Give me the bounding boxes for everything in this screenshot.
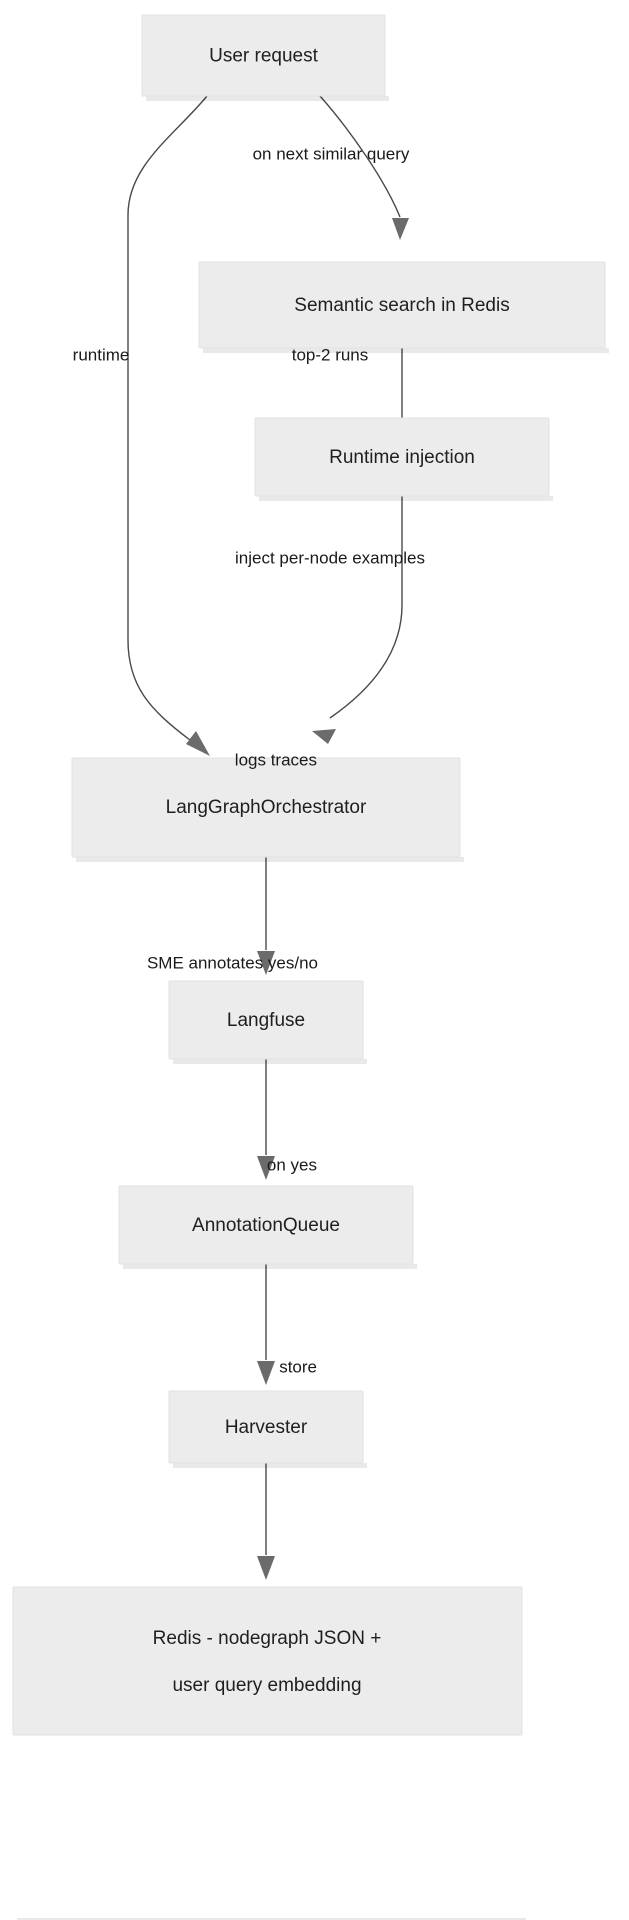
node-orchestrator[interactable]: LangGraphOrchestrator <box>71 757 464 862</box>
edge-path <box>319 95 401 218</box>
arrow-head-icon <box>312 729 336 744</box>
node-label-line-2: user query embedding <box>172 1675 361 1696</box>
node-langfuse[interactable]: Langfuse <box>168 980 367 1064</box>
node-label: Semantic search in Redis <box>294 295 509 316</box>
node-shadow <box>173 1059 367 1064</box>
node-redis-store[interactable]: Redis - nodegraph JSON + user query embe… <box>12 1586 526 1920</box>
arrow-head-icon <box>257 1556 275 1580</box>
edge-annotation-queue-to-harvester <box>257 1264 275 1385</box>
node-shadow <box>76 857 464 862</box>
node-shadow <box>17 1918 526 1920</box>
edge-harvester-to-redis-store <box>257 1463 275 1580</box>
edge-label-logs-traces: logs traces <box>235 750 317 769</box>
arrow-head-icon <box>392 218 409 240</box>
node-box[interactable] <box>12 1586 523 1736</box>
node-box[interactable] <box>141 14 386 97</box>
edge-label-top-2-runs: top-2 runs <box>292 345 369 364</box>
node-box[interactable] <box>198 261 606 349</box>
node-shadow <box>123 1264 417 1269</box>
arrow-head-icon <box>257 1361 275 1385</box>
node-label: Runtime injection <box>329 447 475 468</box>
node-label-line-1: Redis - nodegraph JSON + <box>153 1628 382 1649</box>
edge-runtime-injection-to-orchestrator <box>312 496 403 744</box>
node-box[interactable] <box>254 417 550 497</box>
node-label: Langfuse <box>227 1010 305 1031</box>
node-box[interactable] <box>168 980 364 1060</box>
node-box[interactable] <box>118 1185 414 1265</box>
edge-path <box>329 496 403 719</box>
edge-user-request-to-semantic-search <box>319 95 409 240</box>
node-box[interactable] <box>71 757 461 858</box>
edge-user-request-to-orchestrator <box>127 95 210 756</box>
node-label: User request <box>209 46 318 67</box>
node-user-request[interactable]: User request <box>141 14 389 101</box>
edge-labels-layer: on next similar query runtime top-2 runs… <box>73 144 425 1376</box>
node-label: LangGraphOrchestrator <box>166 797 367 818</box>
node-shadow <box>146 96 389 101</box>
node-semantic-search[interactable]: Semantic search in Redis <box>198 261 609 353</box>
nodes-layer: User request Semantic search in Redis Ru… <box>12 14 609 1920</box>
node-shadow <box>203 348 609 353</box>
arrow-head-icon <box>257 1156 275 1180</box>
node-harvester[interactable]: Harvester <box>168 1390 367 1468</box>
node-box[interactable] <box>168 1390 364 1464</box>
edge-path <box>127 95 208 741</box>
node-label: AnnotationQueue <box>192 1215 340 1236</box>
arrow-head-icon <box>186 731 210 756</box>
edge-label-on-next-similar-query: on next similar query <box>253 144 410 163</box>
edge-label-sme-annotates: SME annotates yes/no <box>147 953 318 972</box>
edge-orchestrator-to-langfuse <box>257 857 275 975</box>
edge-langfuse-to-annotation-queue <box>257 1059 275 1180</box>
arrow-head-icon <box>257 951 275 975</box>
node-label: Harvester <box>225 1417 308 1438</box>
node-runtime-injection[interactable]: Runtime injection <box>254 417 553 501</box>
edge-label-inject-per-node-examples: inject per-node examples <box>235 548 425 567</box>
edge-label-on-yes: on yes <box>267 1155 317 1174</box>
edge-label-runtime: runtime <box>73 345 130 364</box>
node-annotation-queue[interactable]: AnnotationQueue <box>118 1185 417 1269</box>
node-shadow <box>173 1463 367 1468</box>
edge-label-store: store <box>279 1357 317 1376</box>
node-shadow <box>259 496 553 501</box>
